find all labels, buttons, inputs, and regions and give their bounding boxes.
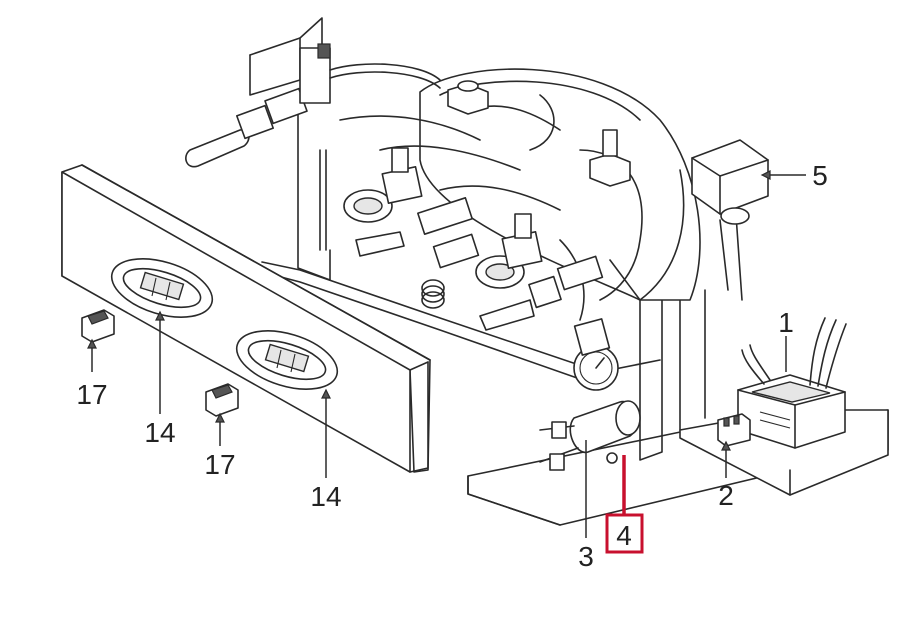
boiler: [419, 68, 701, 301]
steam-valve-knob: [185, 43, 331, 168]
callout-label-1: 1: [778, 307, 794, 338]
callout-14-right: 14: [310, 388, 342, 512]
button-cover-right: [235, 330, 339, 390]
callout-label-14b: 14: [310, 481, 341, 512]
transformer: [737, 374, 846, 449]
rocker-switch-left: [81, 309, 115, 343]
brew-group-left: [343, 189, 405, 257]
button-cover-left: [110, 258, 214, 318]
callout-label-4: 4: [616, 520, 632, 551]
brew-group-right: [475, 255, 535, 331]
callout-14-left: 14: [144, 310, 176, 448]
callout-label-14a: 14: [144, 417, 175, 448]
callout-3: 3: [578, 440, 594, 572]
pump-motor: [539, 400, 641, 471]
terminal-block: [717, 413, 751, 447]
pressure-gauge: [573, 318, 619, 391]
valve-top-left: [447, 80, 489, 115]
callout-label-17b: 17: [204, 449, 235, 480]
fitting-mid: [417, 197, 604, 309]
solenoid-left: [381, 147, 423, 205]
callout-5: 5: [760, 160, 828, 191]
callout-label-3: 3: [578, 541, 594, 572]
transformer-wires: [741, 317, 847, 389]
rocker-switch-right: [205, 383, 239, 417]
pressure-switch: [691, 139, 769, 225]
valve-top-right: [589, 129, 631, 187]
callout-2: 2: [718, 440, 734, 511]
callout-17-left: 17: [76, 338, 108, 410]
callout-label-2: 2: [718, 480, 734, 511]
callout-17-right: 17: [204, 412, 236, 480]
coil-spring: [421, 279, 445, 309]
callout-label-17a: 17: [76, 379, 107, 410]
callout-4: 4: [605, 455, 644, 554]
callout-label-5: 5: [812, 160, 828, 191]
solenoid-right: [501, 213, 543, 270]
callout-4-highlight-box: [605, 513, 644, 554]
callout-1: 1: [778, 307, 794, 372]
